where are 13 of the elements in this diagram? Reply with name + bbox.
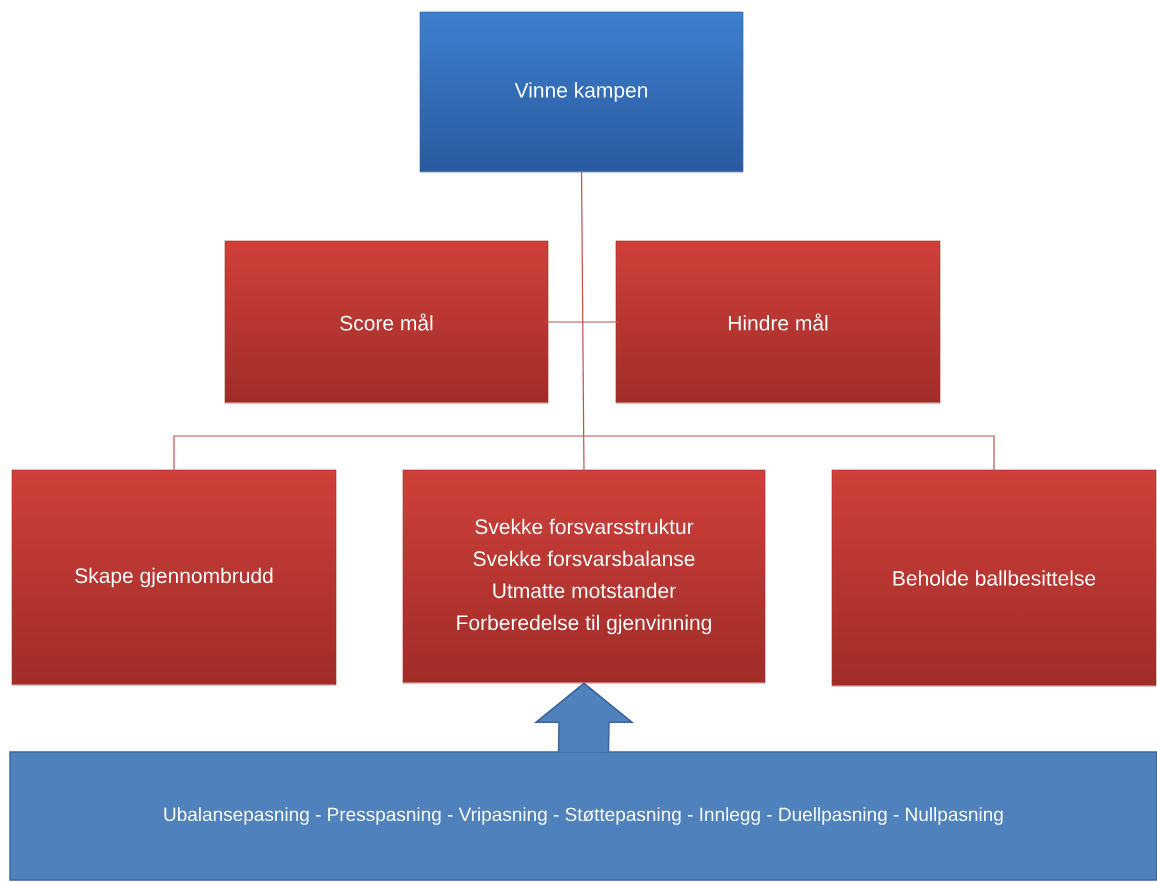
connector-line (544, 321, 583, 323)
pass-types-band: Ubalansepasning - Presspasning - Vripasning - Støttepasning - Innlegg - Duellpasning - Nullpasning (9, 751, 1157, 881)
goal-box: Skape gjennombrudd (11, 469, 337, 686)
goal-box: Hindre mål (615, 240, 941, 404)
goal-box: Vinne kampen (419, 11, 744, 173)
block-arrow (533, 682, 635, 753)
goal-box: Score mål (224, 240, 549, 404)
goal-box: Svekke forsvarsstruktur Svekke forsvarsbalanse Utmatte motstander Forberedelse til gjenvinning (402, 469, 766, 684)
connector-line (580, 435, 995, 474)
connector-line (580, 321, 620, 323)
connector-line (580, 169, 585, 474)
goal-box: Beholde ballbesittelse (831, 469, 1157, 687)
connector-line (173, 435, 583, 474)
